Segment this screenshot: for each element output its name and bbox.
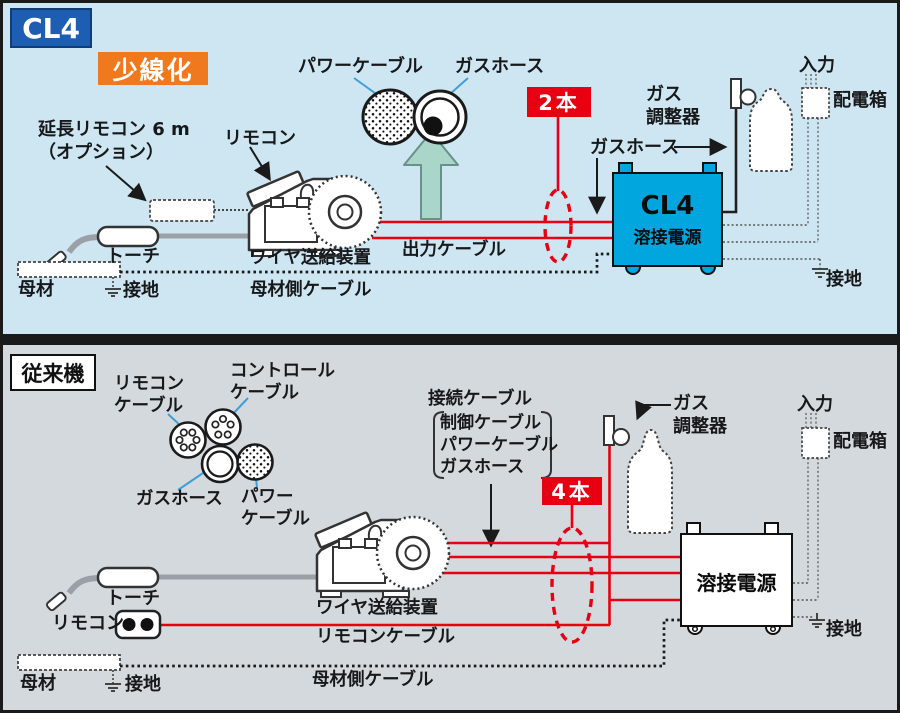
ground-symbol-top-right [812,268,828,278]
base-metal-top [17,261,121,297]
gas-cylinder-bottom [627,428,673,534]
remote-pendant [114,609,162,640]
input-wiring-bottom [805,413,819,600]
gas-regulator-label-top: ガス 調整器 [646,84,700,128]
torch-label-bottom: トーチ [106,588,160,609]
gas-hose-cs-label-bottom: ガスホース [136,489,223,509]
power-cable-label-bottom: パワー ケーブル [241,487,310,529]
ground-symbol-bottom-right [809,613,825,628]
gas-regulator-top [730,78,757,109]
cl4-badge: CL4 [10,8,92,48]
distribution-box-top [801,87,830,119]
gas-regulator-bottom [603,400,671,446]
input-label-bottom: 入力 [797,394,833,415]
base-metal-cable-bottom [120,618,681,668]
gas-regulator-label-bottom: ガス 調整器 [673,393,727,437]
gas-hose-cs-label-top: ガスホース [455,56,545,77]
gas-cylinder-top [749,87,793,172]
feeder-label-top: ワイヤ送給装置 [249,248,371,268]
output-cables [372,220,612,240]
remote-label-bottom: リモコン [52,613,124,634]
dist-box-label-top: 配電箱 [833,90,887,111]
conventional-section-background [0,345,900,713]
control-cable-label: コントロール ケーブル [230,361,335,403]
remote-cable-line-label: リモコンケーブル [316,627,455,647]
distribution-box-bottom [801,427,830,459]
ground-label-bottom-left: 接地 [125,674,161,695]
base-metal-label-bottom: 母材 [20,673,56,694]
base-metal-cable-top [120,252,612,274]
cable-cross-sections-top [353,77,469,146]
psu-name-top: CL4 [640,191,695,221]
section-divider [0,334,900,345]
ground-label-bottom-right: 接地 [826,619,862,640]
gas-hose-label-top: ガスホース [590,137,680,158]
connection-cables-bottom [160,445,681,627]
power-cable-section-icon [361,88,419,146]
input-wiring-top [805,74,819,242]
input-label-top: 入力 [799,55,835,76]
control-cable-section-icon [204,408,242,446]
power-cable-label-top: パワーケーブル [298,56,423,77]
four-cables-callout [550,505,594,644]
base-metal-label-top: 母材 [18,279,54,300]
cl4-power-source: CL4 溶接電源 [612,172,723,267]
reduced-wiring-badge: 少線化 [98,52,208,85]
up-arrow [403,131,459,220]
dist-box-label-bottom: 配電箱 [833,431,887,452]
conventional-badge: 従来機 [10,354,96,391]
base-cable-label-top: 母材側ケーブル [250,280,372,300]
gas-hose-top-run [588,108,738,215]
remote-cable-label: リモコン ケーブル [114,374,184,416]
gas-hose-section-icon-bottom [200,444,240,484]
remote-label-top: リモコン [224,128,296,149]
torch-label-top: トーチ [106,246,160,267]
feeder-label-bottom: ワイヤ送給装置 [316,598,438,618]
extension-remote-top [105,146,271,222]
psu-type-bottom: 溶接電源 [696,570,777,595]
connection-cable-items: 制御ケーブル パワーケーブル ガスホース [440,413,558,478]
four-cables-badge: 4本 [542,477,602,505]
power-cable-section-icon-bottom [236,443,274,481]
ground-label-top-right: 接地 [826,269,862,290]
two-cables-callout [543,117,573,264]
ground-label-top-left: 接地 [123,280,159,301]
extension-remote-label: 延長リモコン 6 m （オプション） [38,119,190,163]
output-cable-label: 出力ケーブル [402,240,506,260]
psu-feed-lines-top [723,224,821,268]
remote-cable-section-icon [169,421,207,459]
psu-type-top: 溶接電源 [633,228,702,248]
base-metal-bottom [17,654,121,692]
two-cables-badge: 2本 [527,87,591,117]
cable-cross-sections-bottom [167,397,274,491]
wire-feeder-bottom [313,510,451,599]
wire-feeder-top [245,169,383,258]
conventional-power-source: 溶接電源 [680,533,793,627]
base-cable-label-bottom: 母材側ケーブル [312,670,434,690]
connection-cable-label: 接続ケーブル [428,389,532,409]
psu-feed-lines-bottom [793,582,818,618]
